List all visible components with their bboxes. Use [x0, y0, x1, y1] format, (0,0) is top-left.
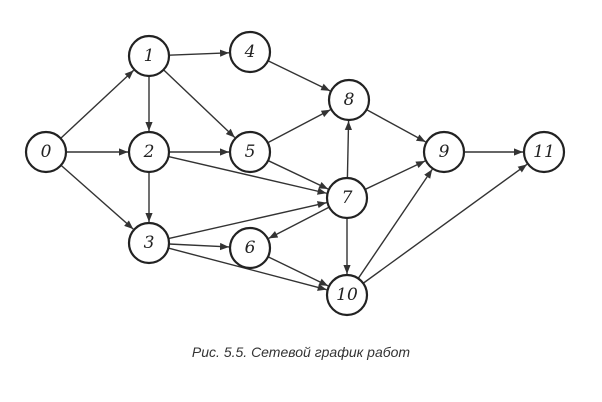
edge-1-5 [163, 69, 236, 139]
edge-10-11 [362, 163, 528, 284]
node-5: 5 [228, 130, 272, 174]
edge-0-3 [60, 164, 134, 230]
node-4: 4 [228, 30, 272, 74]
node-label: 6 [245, 238, 256, 258]
node-10: 10 [325, 273, 369, 317]
node-label: 9 [439, 142, 450, 162]
node-label: 1 [144, 46, 155, 66]
node-circle [24, 130, 68, 174]
edge-5-8 [267, 109, 331, 144]
node-label: 8 [344, 90, 355, 110]
edge-3-7 [168, 201, 327, 240]
node-label: 10 [336, 285, 358, 305]
node-9: 9 [422, 130, 466, 174]
node-6: 6 [228, 226, 272, 270]
node-label: 5 [245, 142, 256, 162]
node-3: 3 [127, 221, 171, 265]
edge-10-9 [357, 168, 433, 279]
node-0: 0 [24, 130, 68, 174]
node-circle [228, 30, 272, 74]
node-circle [127, 34, 171, 78]
edge-4-8 [267, 60, 331, 92]
edge-2-7 [168, 155, 327, 195]
node-circle [228, 226, 272, 270]
edge-7-6 [268, 206, 330, 240]
edge-6-10 [267, 256, 329, 287]
figure-caption: Рис. 5.5. Сетевой график работ [191, 344, 411, 360]
node-11: 11 [522, 130, 566, 174]
edge-5-7 [267, 159, 329, 190]
node-2: 2 [127, 130, 171, 174]
edge-8-9 [366, 108, 426, 143]
node-circle [522, 130, 566, 174]
node-circle [325, 176, 369, 220]
node-7: 7 [325, 176, 369, 220]
node-label: 0 [41, 142, 52, 162]
node-label: 7 [342, 188, 353, 208]
node-circle [228, 130, 272, 174]
node-circle [422, 130, 466, 174]
node-label: 4 [244, 42, 256, 62]
edge-0-1 [60, 69, 135, 139]
node-label: 11 [533, 142, 555, 162]
node-label: 2 [143, 142, 155, 162]
node-circle [127, 130, 171, 174]
edge-7-8 [344, 120, 352, 179]
node-label: 3 [144, 233, 155, 253]
node-circle [127, 221, 171, 265]
edge-7-9 [364, 160, 426, 191]
edge-3-6 [168, 242, 230, 251]
node-circle [325, 273, 369, 317]
node-circle [327, 78, 371, 122]
node-1: 1 [127, 34, 171, 78]
edge-1-4 [168, 49, 230, 57]
node-8: 8 [327, 78, 371, 122]
